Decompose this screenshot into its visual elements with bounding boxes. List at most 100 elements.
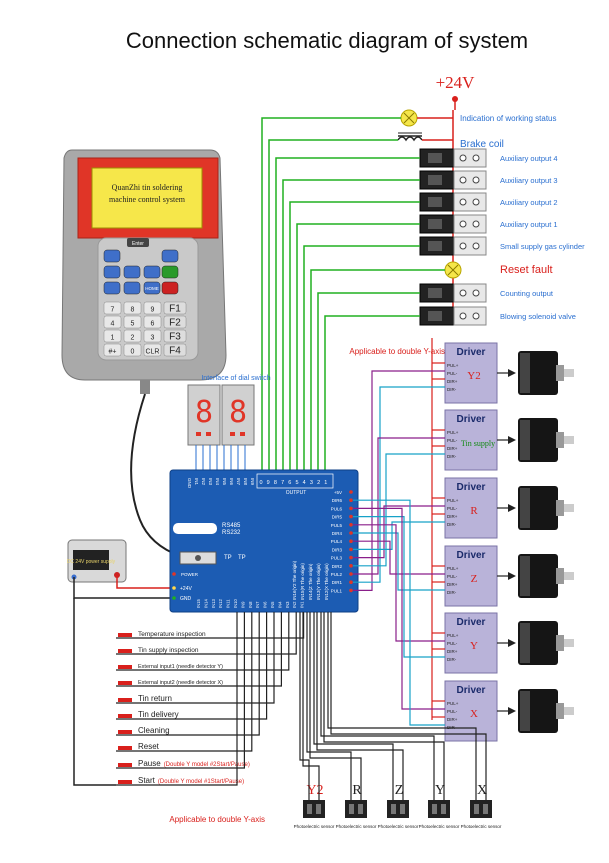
output-label-1: Auxiliary output 4: [500, 154, 558, 163]
stepper-motor-2: [497, 418, 574, 462]
board-top-pin: IN8: [243, 478, 248, 486]
nav-key: [123, 265, 141, 279]
controller-screen-line1: QuanZhi tin soldering: [112, 183, 183, 192]
driver-pin-terminal: [349, 564, 353, 568]
handheld-controller: QuanZhi tin soldering machine control sy…: [61, 149, 227, 394]
key-enter: Enter: [132, 241, 144, 247]
board-top-pin: GND: [187, 478, 192, 489]
driver-pin-terminal: [349, 588, 353, 593]
input-label-5: Tin return: [138, 694, 172, 703]
nav-key: [161, 281, 179, 295]
nav-key: [161, 265, 179, 279]
input-label-10: Start(Double Y model #1Start/Pause): [138, 776, 244, 785]
nav-key: [123, 281, 141, 295]
key-F1: F1: [169, 304, 181, 315]
driver-pin: DIR+: [447, 717, 458, 722]
relay-1: [419, 148, 487, 168]
input-switch-2: Tin supply inspection: [116, 647, 199, 655]
driver-pin-label: DIR5: [332, 515, 343, 520]
input-pin-label: IN7: [255, 601, 260, 608]
output-wiring: [261, 117, 445, 474]
relay-bank: [419, 148, 487, 326]
driver-pin-label: PUL2: [331, 572, 343, 577]
relay-2: [419, 170, 487, 190]
driver-pin-label: PUL4: [331, 539, 343, 544]
origin-input-label: IN13(Y The origin): [316, 563, 321, 600]
stepper-motor-3: [497, 486, 574, 530]
output-pin-8: 8: [274, 480, 277, 486]
supply-24v-label: +24V: [436, 73, 476, 92]
driver-pin-terminal: [349, 572, 353, 576]
stepper-motor-1: [497, 351, 574, 395]
driver-pin: PUL+: [447, 566, 459, 571]
board-top-pin: IN3: [208, 478, 213, 486]
driver-pin-terminal: [349, 580, 353, 584]
sensor-label: Photoelectric sensor: [336, 824, 377, 829]
tp-label-1: TP: [224, 555, 232, 561]
board-top-pin: IN6: [229, 478, 234, 486]
sensor-axis-label: Z: [395, 783, 404, 798]
driver-pin: DIR+: [447, 582, 458, 587]
origin-input-label: IN15(R The origin): [300, 563, 305, 600]
sensor-label: Photoelectric sensor: [294, 824, 335, 829]
input-pin-label: IN13: [211, 598, 216, 608]
input-switch-8: Reset: [116, 742, 160, 752]
key-1: 1: [111, 335, 115, 342]
driver-pin: DIR-: [447, 590, 457, 595]
key-2: 2: [131, 335, 135, 342]
input-label-2: Tin supply inspection: [138, 647, 199, 654]
sensor-axis-label: X: [477, 783, 487, 798]
key-9: 9: [151, 307, 155, 314]
brake-coil-label: Brake coil: [460, 139, 504, 150]
relay-7: [419, 306, 487, 326]
input-pin-label: IN5: [270, 601, 275, 608]
output-label-5: Small supply gas cylinder: [500, 242, 585, 251]
driver-axis-label: Z: [471, 573, 478, 585]
output-pin-0: 0: [259, 480, 262, 486]
input-pin-label: IN12: [218, 598, 223, 608]
input-switch-9: Pause(Double Y model #2Start/Pause): [116, 759, 250, 769]
driver-pin-terminal: [349, 514, 353, 519]
driver-pin: PUL-: [447, 438, 458, 443]
sensor-label: Photoelectric sensor: [378, 824, 419, 829]
driver-pin: DIR-: [447, 657, 457, 662]
working-status-label: Indication of working status: [460, 114, 557, 123]
input-pin-label: IN9: [240, 601, 245, 608]
driver-pin-terminal: [349, 547, 353, 552]
board-24v-label: +24V: [180, 586, 192, 592]
driver-pin: PUL-: [447, 709, 458, 714]
nav-key: [103, 265, 121, 279]
input-switch-6: Tin delivery: [116, 710, 179, 720]
driver-pin-label: PUL5: [331, 523, 343, 528]
driver-axis-label: X: [470, 708, 478, 720]
driver-pin-label: +5V: [334, 490, 342, 495]
driver-pin: DIR+: [447, 649, 458, 654]
input-switch-5: Tin return: [116, 694, 172, 704]
input-pin-label: IN14: [203, 598, 208, 608]
driver-pin: DIR-: [447, 454, 457, 459]
driver-pin-label: PUL6: [331, 506, 343, 511]
board-top-pin: IN5: [222, 478, 227, 486]
key-7: 7: [111, 307, 115, 314]
diagram-title: Connection schematic diagram of system: [126, 28, 528, 53]
output-label-4: Auxiliary output 1: [500, 220, 558, 229]
stepper-motor-6: [497, 689, 574, 733]
driver-title: Driver: [457, 414, 486, 425]
output-pin-6: 6: [288, 480, 291, 486]
driver-pin: PUL+: [447, 633, 459, 638]
origin-input-label: IN12(X The origin): [324, 563, 329, 600]
input-switch-10: Start(Double Y model #1Start/Pause): [116, 776, 244, 786]
input-switch-7: Cleaning: [116, 726, 170, 736]
double-y-label: Applicable to double Y-axis: [349, 347, 445, 356]
output-pin-7: 7: [281, 480, 284, 486]
driver-pin-label: DIR3: [332, 547, 343, 552]
nav-key: [143, 265, 161, 279]
output-pin-5: 5: [295, 480, 298, 486]
